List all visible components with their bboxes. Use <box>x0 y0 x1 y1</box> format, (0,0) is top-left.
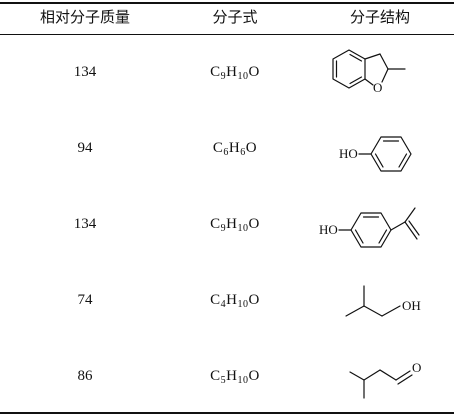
formula-element: O <box>248 367 260 384</box>
molecular-formula: C6H6O <box>160 110 310 186</box>
formula-element: H <box>226 291 238 308</box>
table-bottom-rule <box>0 412 454 414</box>
table-row: 134 C9H10O HO <box>0 186 454 262</box>
formula-subscript: 10 <box>237 70 249 82</box>
formula-element: O <box>245 139 258 156</box>
formula-element: C <box>212 139 224 156</box>
formula-subscript: 4 <box>220 298 227 310</box>
molecular-formula: C9H10O <box>160 186 310 262</box>
structure-cell: O <box>310 34 450 110</box>
mass-value: 134 <box>73 63 97 80</box>
formula-element: C <box>210 291 221 308</box>
formula-subscript: 10 <box>237 374 249 386</box>
mass-value: 86 <box>77 367 93 384</box>
mass-value: 134 <box>73 215 97 232</box>
mass-value: 74 <box>77 291 93 308</box>
table-top-rule <box>0 2 454 4</box>
formula-element: H <box>226 367 238 384</box>
molecular-formula: C9H10O <box>160 34 310 110</box>
formula-element: O <box>248 291 260 308</box>
structure-cell: OH <box>310 262 450 338</box>
table-header: 相对分子质量 分子式 分子结构 <box>0 0 454 34</box>
table-row: 134 C9H10O O <box>0 34 454 110</box>
structure-cell: HO <box>310 110 450 186</box>
header-relative-molecular-mass: 相对分子质量 <box>39 8 130 26</box>
formula-element: H <box>226 215 238 232</box>
formula-subscript: 6 <box>223 146 229 158</box>
4-isopropenylphenol-structure: HO <box>319 207 420 248</box>
oxygen-label: O <box>373 80 382 95</box>
formula-element: C <box>210 63 221 80</box>
table-row: 74 C4H10O OH <box>0 262 454 338</box>
formula-subscript: 6 <box>240 146 246 158</box>
formula-element: H <box>228 139 241 156</box>
hydroxyl-label: HO <box>339 146 358 161</box>
formula-element: H <box>226 63 238 80</box>
formula-subscript: 5 <box>220 374 227 386</box>
hydroxyl-label: OH <box>402 298 421 313</box>
molecular-formula: C5H10O <box>160 338 310 414</box>
mass-value: 94 <box>77 139 93 156</box>
hydroxyl-label: HO <box>319 222 338 237</box>
2-methyl-2,3-dihydrobenzofuran-structure: O <box>332 49 406 95</box>
carbonyl-oxygen-label: O <box>412 360 421 375</box>
3-methylbutanal-structure: O <box>349 360 421 399</box>
phenol-structure: HO <box>339 136 412 172</box>
formula-element: O <box>248 63 260 80</box>
molecular-formula: C4H10O <box>160 262 310 338</box>
table-header-rule <box>0 34 454 35</box>
formula-subscript: 10 <box>237 298 249 310</box>
header-molecular-formula: 分子式 <box>212 8 258 26</box>
formula-element: C <box>210 215 221 232</box>
structure-cell: HO <box>310 186 450 262</box>
table-row: 86 C5H10O O <box>0 338 454 414</box>
isobutanol-structure: OH <box>345 285 421 317</box>
table-row: 94 C6H6O HO <box>0 110 454 186</box>
formula-subscript: 9 <box>220 70 227 82</box>
structure-cell: O <box>310 338 450 414</box>
formula-subscript: 9 <box>220 222 227 234</box>
formula-subscript: 10 <box>237 222 249 234</box>
header-molecular-structure: 分子结构 <box>349 8 410 26</box>
formula-element: O <box>248 215 260 232</box>
formula-element: C <box>210 367 221 384</box>
